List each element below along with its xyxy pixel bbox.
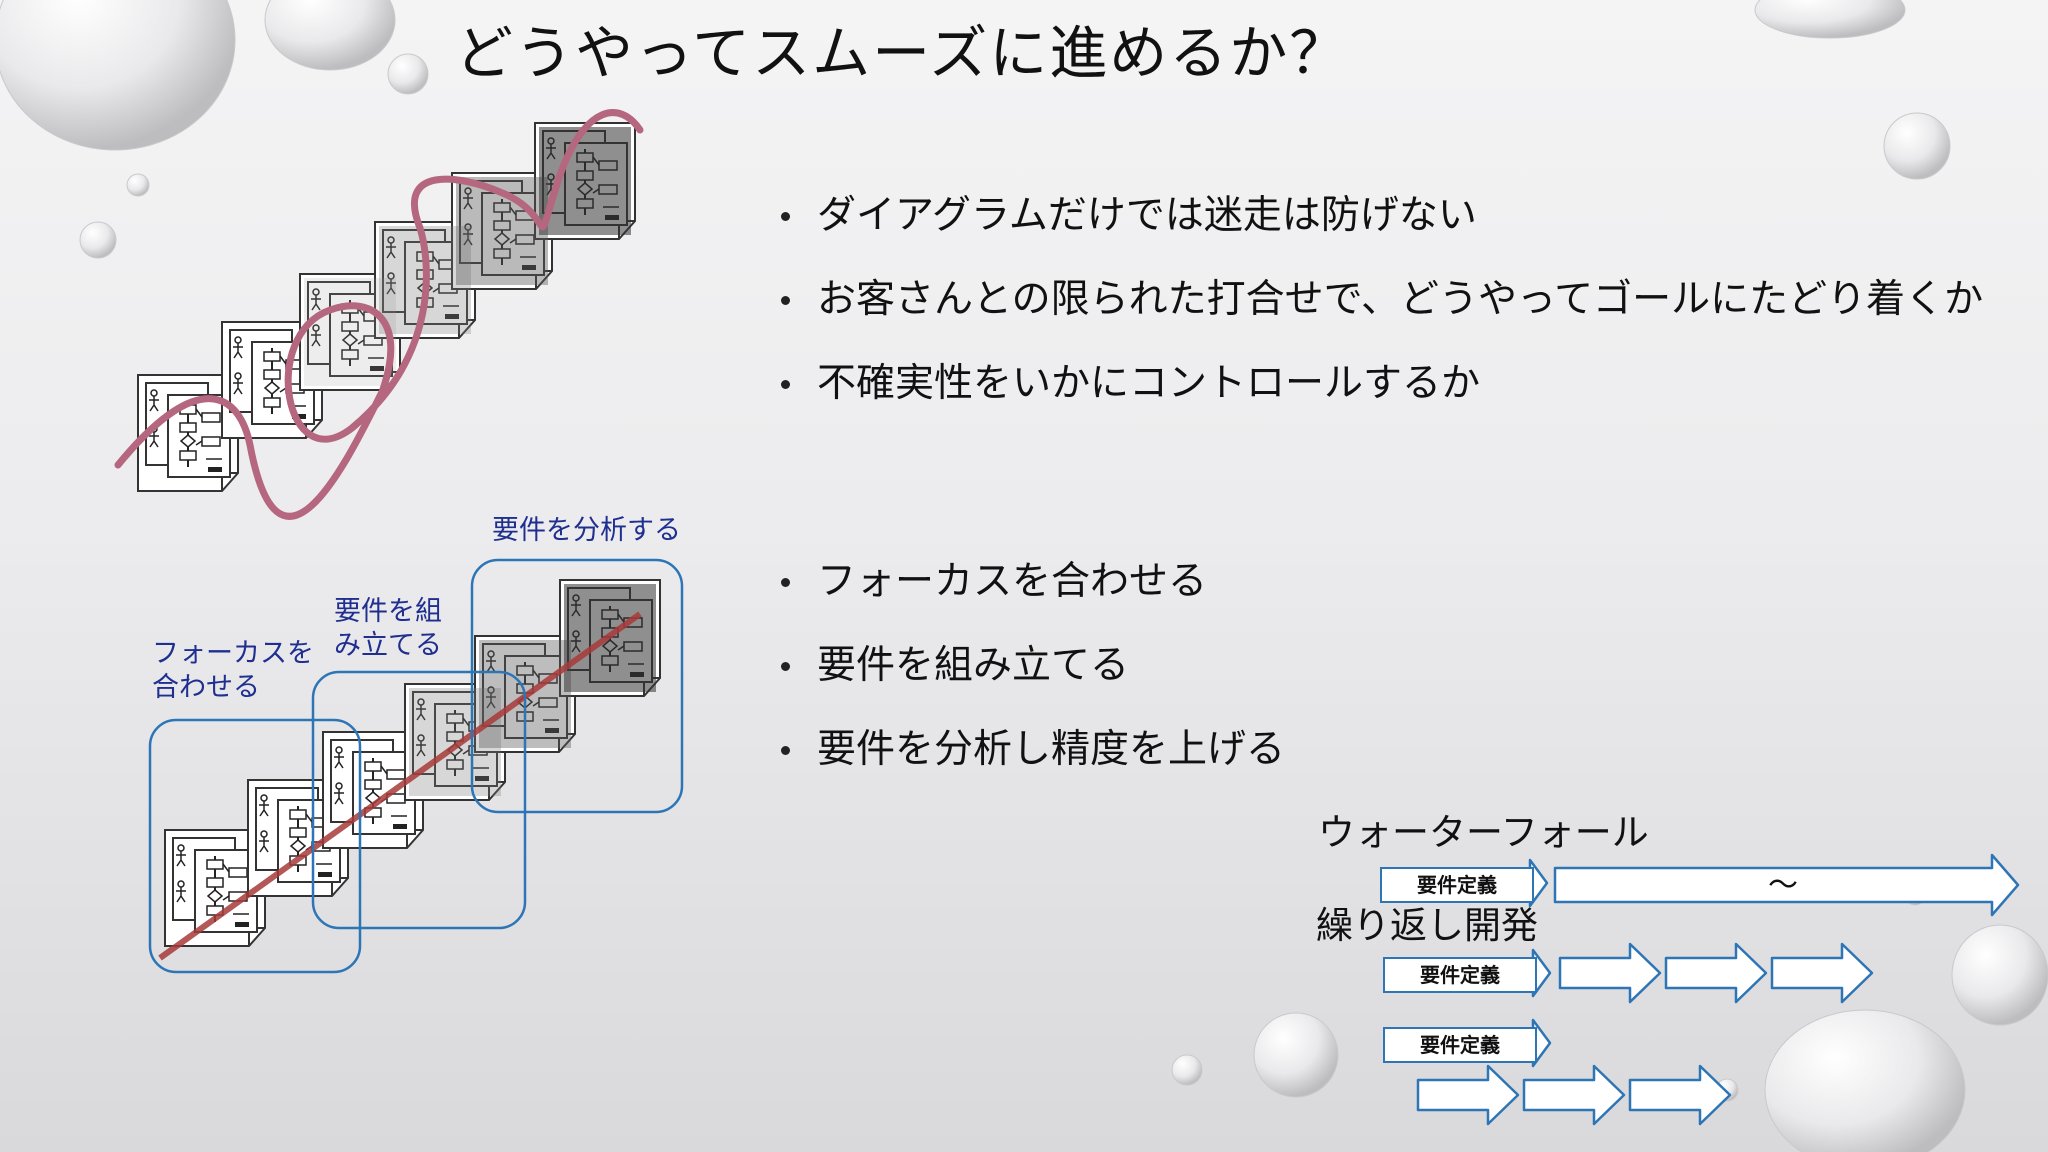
frame-focus: [148, 718, 362, 974]
arrow-right-icon: [1558, 942, 1662, 1004]
iterative-heading: 繰り返し開発: [1316, 904, 1538, 947]
label-analyze-requirements: 要件を分析する: [492, 515, 681, 546]
label-assemble-requirements: 要件を組 み立てる: [334, 595, 442, 663]
requirements-box: 要件定義: [1383, 1027, 1537, 1063]
slide-title: どうやってスムーズに進めるか？: [455, 19, 1350, 87]
arrow-right-icon: [1528, 858, 1549, 908]
label-line: み立てる: [334, 630, 442, 661]
bullet-item: 不確実性をいかにコントロールするか: [775, 342, 1983, 426]
arrow-right-icon: [1770, 942, 1874, 1004]
arrow-right-icon: [1531, 1018, 1552, 1068]
bullet-list-bottom: フォーカスを合わせる 要件を組み立てる 要件を分析し精度を上げる: [775, 540, 1285, 792]
arrow-right-icon: [1553, 853, 2020, 917]
squiggle-line: [114, 109, 644, 520]
arrow-right-icon: [1531, 948, 1552, 998]
ellipsis-mark: ～: [1768, 868, 1798, 903]
bullet-item: 要件を分析し精度を上げる: [775, 708, 1285, 792]
label-line: フォーカスを: [152, 638, 314, 669]
arrow-right-icon: [1628, 1064, 1732, 1126]
waterfall-heading: ウォーターフォール: [1318, 811, 1649, 854]
bullet-item: フォーカスを合わせる: [775, 540, 1285, 624]
bullet-list-top: ダイアグラムだけでは迷走は防げない お客さんとの限られた打合せで、どうやってゴー…: [775, 174, 1983, 426]
bullet-item: ダイアグラムだけでは迷走は防げない: [775, 174, 1983, 258]
frame-analyze: [470, 558, 684, 814]
bullet-item: お客さんとの限られた打合せで、どうやってゴールにたどり着くか: [775, 258, 1983, 342]
diagonal-line: [158, 611, 642, 961]
label-line: 合わせる: [152, 672, 260, 703]
label-line: 要件を組: [334, 596, 442, 627]
label-focus: フォーカスを 合わせる: [152, 637, 314, 705]
arrow-right-icon: [1522, 1064, 1626, 1126]
arrow-right-icon: [1664, 942, 1768, 1004]
requirements-box: 要件定義: [1380, 867, 1534, 903]
requirements-box: 要件定義: [1383, 957, 1537, 993]
frame-assemble: [311, 670, 527, 930]
bullet-item: 要件を組み立てる: [775, 624, 1285, 708]
arrow-right-icon: [1416, 1064, 1520, 1126]
